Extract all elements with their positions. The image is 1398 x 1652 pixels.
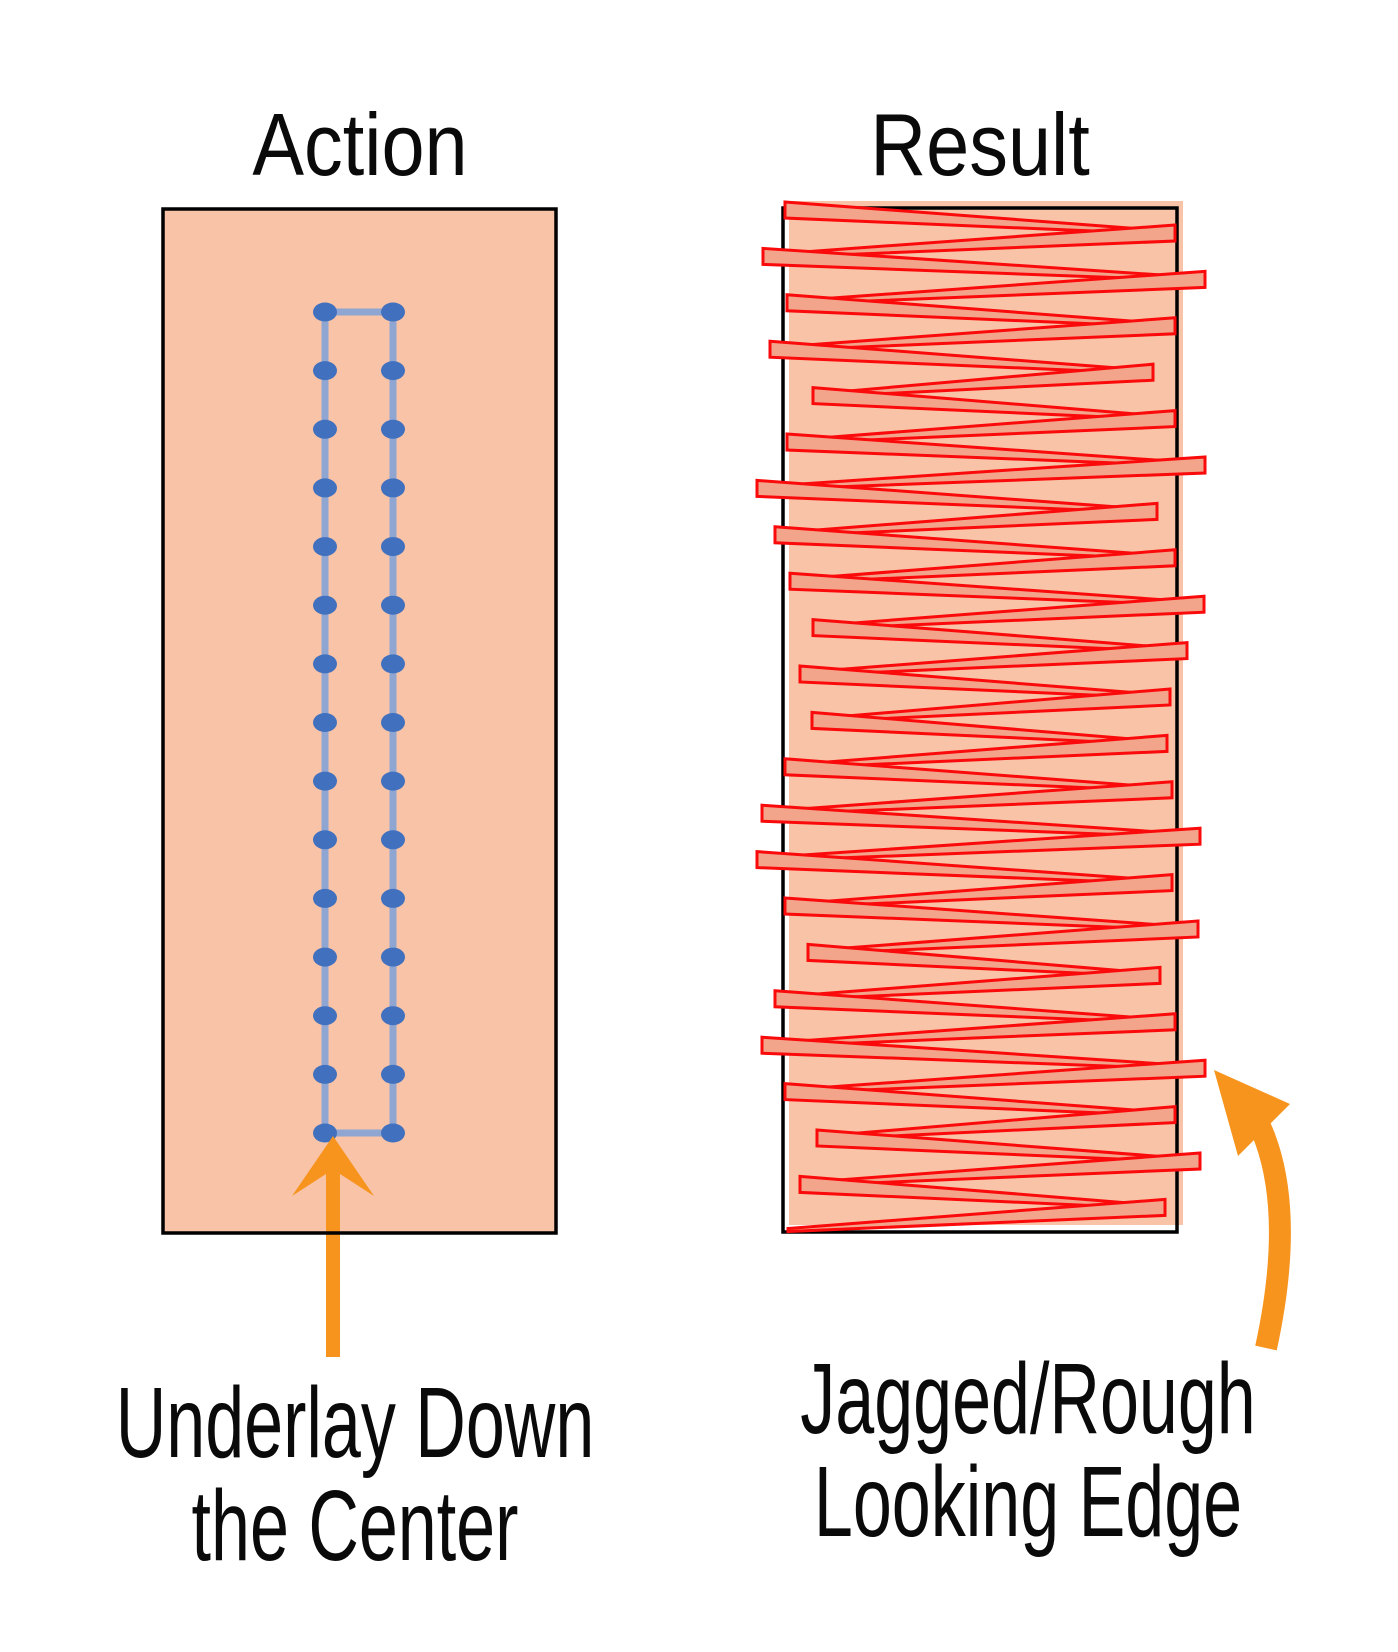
jagged-caption-line2: Looking Edge [813,1446,1243,1558]
up-arrow-icon [292,1136,374,1357]
satin-zigzag-stitches [755,200,1207,1234]
action-title: Action [252,95,468,194]
curved-arrow-icon [1214,1070,1291,1351]
underlay-caption-line2: the Center [191,1470,519,1582]
action-fabric-swatch [163,209,556,1233]
underlay-caption: Underlay Down the Center [110,1372,600,1578]
jagged-caption-line1: Jagged/Rough [800,1343,1256,1455]
underlay-caption-line1: Underlay Down [115,1367,595,1479]
result-title: Result [870,95,1090,194]
result-fabric-border [781,206,1179,1234]
action-fabric-border [161,207,558,1235]
underlay-stitch-path [313,302,405,1143]
jagged-caption: Jagged/Rough Looking Edge [783,1348,1273,1554]
